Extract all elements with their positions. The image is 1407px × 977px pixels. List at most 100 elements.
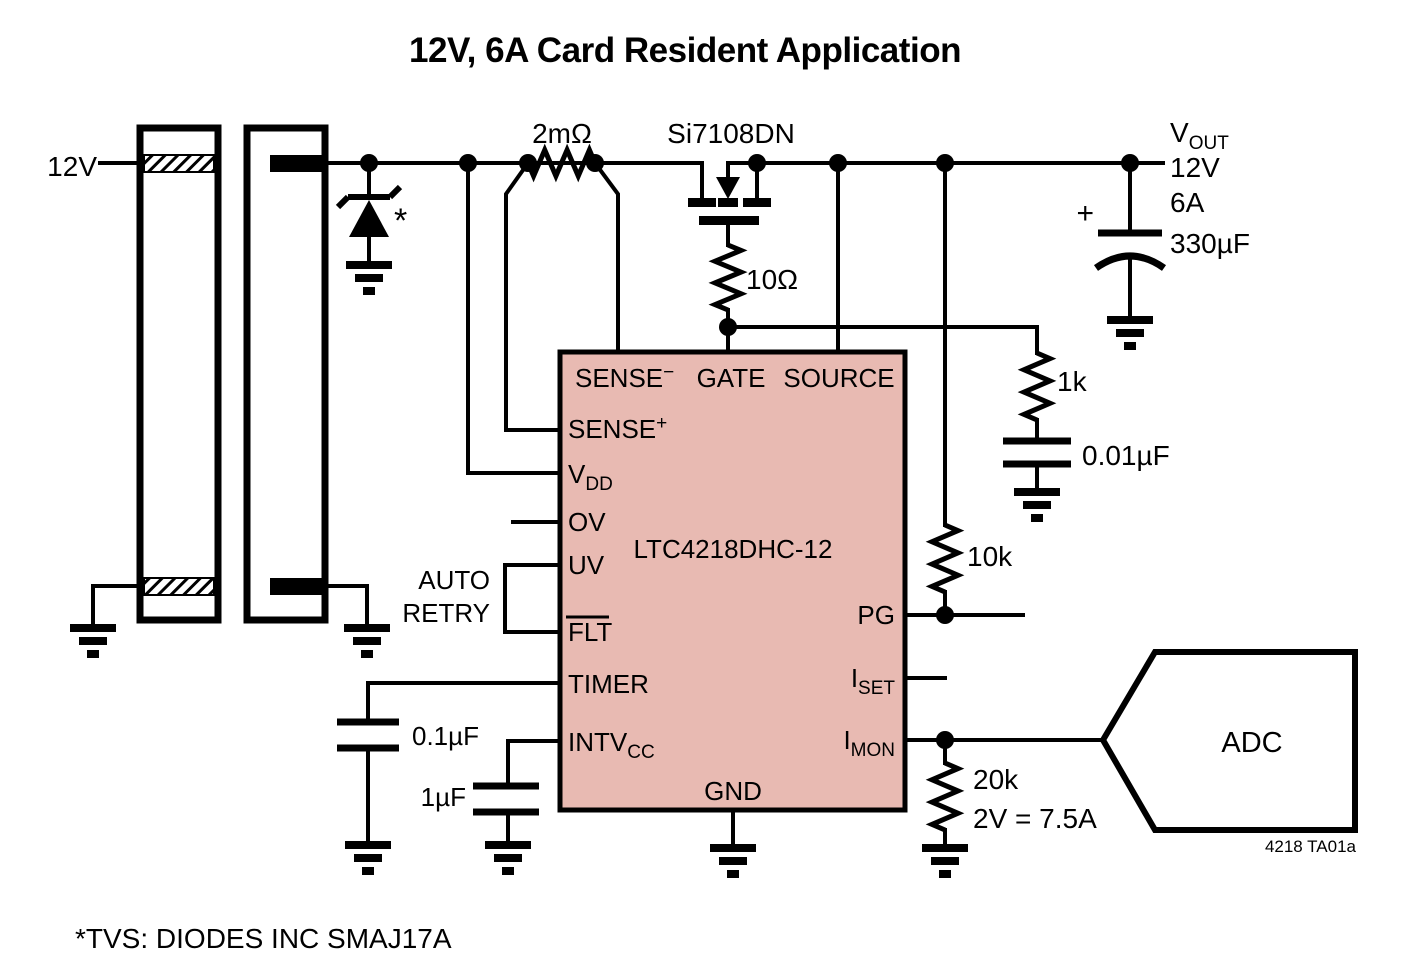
input-section: 12V — [47, 124, 390, 654]
pin-label-sense-minus: SENSE− — [575, 362, 674, 393]
junction-dot — [1121, 154, 1139, 172]
tvs-asterisk: * — [394, 202, 407, 240]
mosfet-body-diode-arrow-icon — [716, 177, 740, 199]
intvcc-cap-value: 1µF — [421, 782, 466, 812]
junction-dot — [519, 154, 537, 172]
figure-id: 4218 TA01a — [1265, 837, 1357, 856]
pin-label-sense-plus: SENSE+ — [568, 413, 667, 444]
pin-label-intvcc: INTVCC — [568, 727, 655, 763]
output-cap-plus: + — [1076, 197, 1094, 230]
junction-dot — [586, 154, 604, 172]
wire-intvcc — [506, 739, 562, 786]
adc-pentagon — [1099, 649, 1358, 833]
schematic-title: 12V, 6A Card Resident Application — [409, 31, 961, 70]
wire-auto-retry-bracket — [503, 563, 562, 634]
junction-dot — [936, 606, 954, 624]
connector-pin-top-icon — [270, 155, 327, 172]
tvs-footnote: *TVS: DIODES INC SMAJ17A — [75, 923, 452, 954]
mosfet-part-label: Si7108DN — [667, 118, 795, 149]
imon-resistor-value: 20k — [973, 764, 1019, 795]
wire-left-connector-ground — [91, 584, 145, 630]
wire-vdd-tap — [466, 161, 562, 475]
ground-icon — [346, 265, 392, 291]
ic-ltc4218: LTC4218DHC-12 SENSE− GATE SOURCE SENSE+ … — [402, 349, 908, 874]
pg-resistor-value: 10k — [967, 541, 1013, 572]
mosfet-source-pad — [743, 198, 771, 207]
pin-label-source: SOURCE — [783, 363, 894, 393]
ground-icon — [70, 628, 116, 654]
sense-resistor: 2mΩ — [466, 118, 620, 475]
pg-network: 10k — [903, 161, 1025, 617]
resistor-zigzag — [525, 143, 598, 183]
vout-label: VOUT — [1170, 117, 1229, 154]
auto-retry-line1: AUTO — [418, 565, 490, 595]
mosfet-gate-bar — [699, 216, 759, 225]
junction-dot — [936, 154, 954, 172]
pin-label-ov: OV — [568, 507, 606, 537]
tvs-cathode-hook-right — [387, 184, 403, 200]
imon-scale-note: 2V = 7.5A — [973, 803, 1097, 834]
resistor-zigzag — [1017, 350, 1057, 423]
card-edge-connector-right — [243, 124, 329, 624]
input-rail-label: 12V — [47, 151, 97, 182]
junction-dot — [459, 154, 477, 172]
timer-cap-network: 0.1µF — [337, 681, 562, 871]
ground-icon — [344, 628, 390, 654]
tvs-diode: * — [335, 161, 407, 291]
output-section: VOUT 12V 6A 330µF + — [1076, 117, 1250, 346]
junction-dot — [829, 154, 847, 172]
gate-resistor: 10Ω — [708, 242, 1039, 354]
pin-label-iset: ISET — [851, 663, 896, 699]
gate-filter-capacitor-value: 0.01µF — [1082, 440, 1170, 471]
tvs-anode-triangle-icon — [349, 200, 389, 237]
junction-dots — [360, 154, 1139, 749]
connector-pin-bottom-icon — [270, 578, 327, 595]
adc-block: ADC — [1099, 649, 1358, 833]
pin-label-flt: FLT — [568, 617, 612, 647]
vout-current: 6A — [1170, 187, 1205, 218]
mosfet: Si7108DN — [667, 118, 795, 247]
gate-resistor-value: 10Ω — [746, 264, 798, 295]
ground-icon — [485, 845, 531, 871]
auto-retry-line2: RETRY — [402, 598, 490, 628]
pin-label-vdd: VDD — [568, 459, 613, 495]
intvcc-cap-network: 1µF — [421, 739, 562, 871]
pin-label-uv: UV — [568, 550, 605, 580]
gate-filter: 1k 0.01µF — [1003, 325, 1170, 518]
resistor-zigzag — [925, 760, 965, 833]
ground-icon — [922, 848, 968, 874]
junction-dot — [360, 154, 378, 172]
ic-part-number: LTC4218DHC-12 — [634, 534, 833, 564]
sense-resistor-value: 2mΩ — [532, 118, 592, 149]
junction-dot — [719, 318, 737, 336]
pin-label-gnd: GND — [704, 776, 762, 806]
wire-right-connector-ground — [325, 584, 369, 630]
tvs-cathode-hook-left — [335, 194, 351, 210]
ground-icon — [1107, 320, 1153, 346]
gate-filter-resistor-value: 1k — [1057, 366, 1088, 397]
resistor-zigzag — [708, 242, 748, 313]
card-edge-connector-left — [136, 124, 222, 624]
imon-network: 20k 2V = 7.5A — [903, 738, 1105, 874]
ic-body — [557, 349, 908, 813]
ground-icon — [1014, 492, 1060, 518]
ground-icon — [345, 845, 391, 871]
resistor-zigzag — [925, 522, 965, 595]
card-finger-top-icon — [143, 154, 215, 173]
card-finger-bottom-icon — [143, 577, 215, 596]
mosfet-mid-pad — [718, 198, 738, 207]
output-cap-value: 330µF — [1170, 228, 1250, 259]
junction-dot — [936, 731, 954, 749]
pin-label-gate: GATE — [697, 363, 766, 393]
timer-cap-value: 0.1µF — [412, 721, 479, 751]
vout-voltage: 12V — [1170, 152, 1220, 183]
adc-label: ADC — [1221, 727, 1282, 759]
pin-label-imon: IMON — [843, 725, 895, 761]
mosfet-drain-pad — [688, 198, 716, 207]
pin-label-pg: PG — [857, 600, 895, 630]
wire-sense-plus — [504, 160, 562, 432]
wire-timer — [366, 681, 562, 722]
ground-icon — [710, 848, 756, 874]
